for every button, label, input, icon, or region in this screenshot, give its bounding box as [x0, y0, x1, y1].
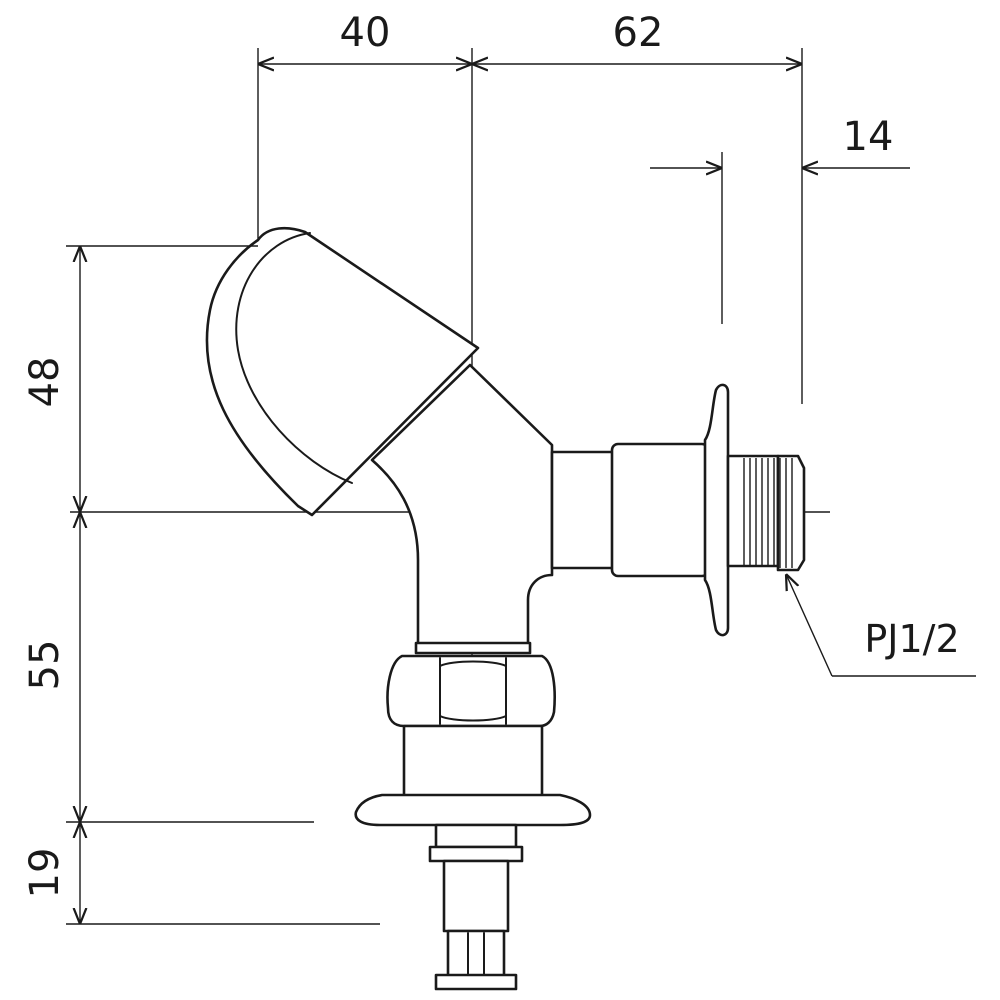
handle-lever [205, 226, 480, 517]
stem-collar [434, 823, 518, 849]
thread-shank [726, 454, 780, 568]
dimension-label-14: 14 [843, 114, 894, 160]
hex-nut [386, 654, 556, 728]
dimension-label-55: 55 [22, 640, 68, 691]
stem-foot [434, 973, 518, 991]
dimension-55: 55 [22, 512, 80, 822]
lower-body [402, 724, 544, 798]
thread-tip [776, 454, 806, 572]
dimension-62: 62 [472, 10, 803, 404]
dimension-label-48: 48 [22, 357, 68, 408]
stem-tip [446, 929, 506, 979]
stem-ring [428, 845, 524, 863]
thread-callout: PJ1/2 [786, 574, 976, 677]
outlet-body [610, 442, 710, 578]
stem-body [442, 859, 510, 933]
base-flange [354, 793, 592, 827]
thread-spec-label: PJ1/2 [864, 617, 959, 661]
faucet-body [205, 226, 806, 991]
dimension-48: 48 [22, 245, 258, 512]
handle-inner-edge [235, 232, 353, 484]
dimension-label-19: 19 [22, 848, 68, 899]
dimension-14: 14 [650, 114, 910, 324]
outlet-neck [550, 450, 616, 570]
dimension-label-62: 62 [613, 10, 664, 56]
outlet-flange [703, 383, 730, 637]
dimension-40: 40 [257, 10, 472, 240]
dimension-label-40: 40 [340, 10, 391, 56]
thread-lines [743, 458, 793, 568]
dimension-19: 19 [22, 821, 380, 925]
collar-ring [414, 641, 532, 655]
